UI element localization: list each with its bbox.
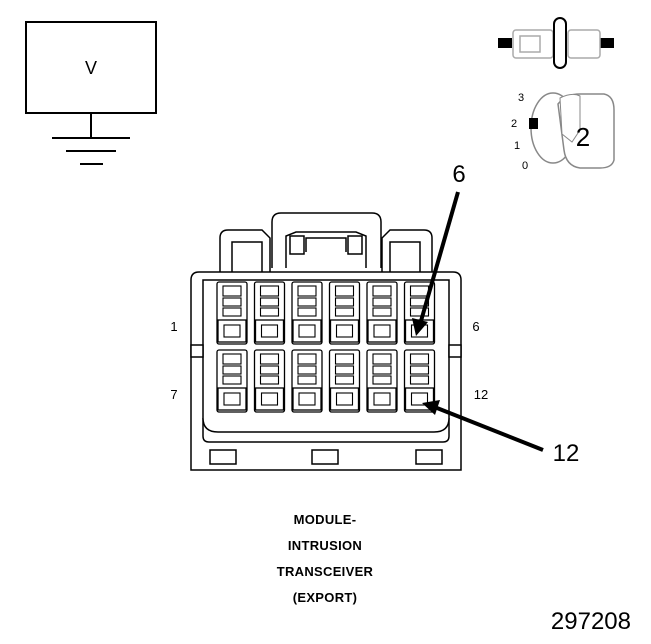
pin-label-6: 6 [472,319,479,334]
terminal-cavity [328,281,361,345]
terminal-cavities [216,281,436,413]
terminal-cavity [366,281,398,345]
terminal-cavity [216,281,248,345]
probe-arrow-12 [422,400,544,452]
key-number: 2 [576,122,590,152]
terminal-cavity [253,349,286,413]
terminal-cavity [291,349,323,413]
terminal-cavity [253,281,286,345]
pin-label-7: 7 [170,387,177,402]
probe-callout-12: 12 [553,440,580,467]
key-position-1: 1 [514,140,520,152]
probe-callout-6: 6 [452,161,465,188]
voltmeter-symbol [25,21,157,165]
terminal-cavity [216,349,248,413]
jumper-icon [498,17,614,69]
caption-line-4: (EXPORT) [292,590,358,605]
caption-line-2: INTRUSION [287,538,363,553]
key-position-3: 3 [518,92,524,104]
terminal-cavity [366,349,398,413]
key-position-2: 2 [511,118,517,130]
ignition-key-icon [529,92,615,169]
terminal-cavity [328,349,361,413]
terminal-cavity [291,281,323,345]
key-position-0: 0 [522,160,528,172]
figure-number: 297208 [550,608,631,635]
pin-label-1: 1 [170,319,177,334]
terminal-cavity [403,349,436,413]
caption-line-3: TRANSCEIVER [276,564,374,579]
caption-line-1: MODULE- [293,512,357,527]
pin-label-12: 12 [474,387,488,402]
probe-arrow-6 [412,191,460,336]
meter-mode-letter: V [85,58,97,78]
